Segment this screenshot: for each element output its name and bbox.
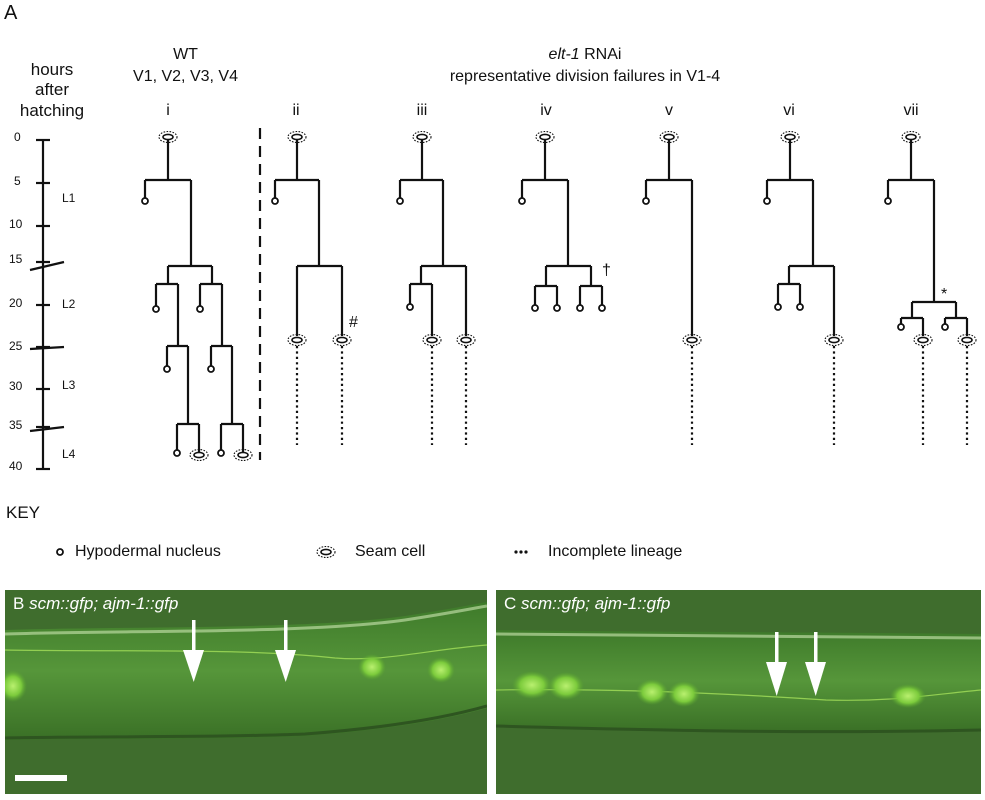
seam-cell-icon xyxy=(456,333,476,347)
panel-c-micrograph: C scm::gfp; ajm-1::gfp xyxy=(496,590,981,794)
lineage-i xyxy=(143,140,245,454)
hypodermal-nucleus-icon xyxy=(271,197,279,205)
lineage-label-iii: iii xyxy=(416,102,428,119)
hypodermal-nucleus-icon xyxy=(207,365,215,373)
marker-hash: # xyxy=(349,314,358,331)
seam-cell-icon xyxy=(332,333,352,347)
arrow-icons xyxy=(183,620,296,682)
rnai-title: elt-1 RNAi xyxy=(420,46,750,64)
lineage-v xyxy=(644,140,694,336)
incomplete-lineage xyxy=(430,346,468,445)
hypodermal-nucleus-icon xyxy=(173,449,181,457)
lineage-label-vii: vii xyxy=(903,102,919,119)
panel-b-micrograph: B scm::gfp; ajm-1::gfp xyxy=(5,590,487,794)
hypodermal-nucleus-icon xyxy=(163,365,171,373)
tick-label: 20 xyxy=(9,296,23,310)
hypodermal-nucleus-icon xyxy=(406,303,414,311)
tick-label: 40 xyxy=(9,459,23,473)
seam-cell-icon xyxy=(287,333,307,347)
tick-label: 30 xyxy=(9,379,23,393)
hypodermal-nucleus-icon xyxy=(598,304,606,312)
axis-title-line-1: hours xyxy=(30,60,74,79)
wt-subtitle: V1, V2, V3, V4 xyxy=(133,68,238,85)
tick-label: 15 xyxy=(9,252,23,266)
key-hypodermal-nucleus-icon xyxy=(56,548,64,556)
key-hypodermal-label: Hypodermal nucleus xyxy=(75,543,221,560)
lineage-iv xyxy=(520,140,604,305)
stage-label-l1: L1 xyxy=(62,191,76,205)
lineage-iii xyxy=(398,140,468,336)
panel-c-label: C scm::gfp; ajm-1::gfp xyxy=(504,594,670,614)
panel-b-image xyxy=(5,590,487,794)
tick-label: 35 xyxy=(9,418,23,432)
tick-label: 5 xyxy=(14,174,21,188)
panel-c-letter: C xyxy=(504,594,517,613)
stage-label-l2: L2 xyxy=(62,297,76,311)
incomplete-lineage xyxy=(921,346,969,445)
lineage-label-iv: iv xyxy=(540,102,552,119)
arrow-icons xyxy=(766,632,826,696)
key-incomplete-label: Incomplete lineage xyxy=(548,543,683,560)
rnai-subtitle: representative division failures in V1-4 xyxy=(449,68,721,85)
hypodermal-nucleus-icon xyxy=(642,197,650,205)
hypodermal-nucleus-icon xyxy=(196,305,204,313)
hypodermal-nucleus-icon xyxy=(518,197,526,205)
seam-cell-icon xyxy=(957,333,977,347)
hypodermal-nucleus-icon xyxy=(763,197,771,205)
key-title: KEY xyxy=(6,503,41,522)
key-seam-label: Seam cell xyxy=(355,543,426,560)
lineage-ii xyxy=(273,140,344,336)
hypodermal-nucleus-icon xyxy=(217,449,225,457)
wt-title: WT xyxy=(173,46,198,63)
key-seam-cell-icon xyxy=(316,545,336,559)
scale-bar xyxy=(15,775,67,781)
stage-label-l4: L4 xyxy=(62,447,76,461)
hypodermal-nucleus-icon xyxy=(141,197,149,205)
axis-title-line-2: after xyxy=(34,80,70,100)
tick-label: 25 xyxy=(9,339,23,353)
panel-c-genotype: scm::gfp; ajm-1::gfp xyxy=(521,594,671,613)
hypodermal-nucleus-icon xyxy=(796,303,804,311)
seam-cell-icon xyxy=(422,333,442,347)
hypodermal-nucleus-icon xyxy=(897,323,905,331)
tick-label: 10 xyxy=(9,217,23,231)
seam-cell-icon xyxy=(682,333,702,347)
seam-cell-icon xyxy=(824,333,844,347)
panel-c-image xyxy=(496,590,981,794)
lineage-vii xyxy=(886,140,969,336)
hypodermal-nucleus-icon xyxy=(774,303,782,311)
hypodermal-nucleus-icon xyxy=(152,305,160,313)
hypodermal-nucleus-icon xyxy=(576,304,584,312)
lineage-label-v: v xyxy=(665,102,673,119)
lineage-label-i: i xyxy=(166,102,170,119)
hypodermal-nucleus-icon xyxy=(396,197,404,205)
incomplete-lineage xyxy=(295,346,344,445)
hypodermal-nucleus-icon xyxy=(553,304,561,312)
lineage-label-vi: vi xyxy=(783,102,795,119)
lineage-diagram xyxy=(29,128,977,559)
hypodermal-nucleus-icon xyxy=(941,323,949,331)
time-axis xyxy=(29,138,65,471)
lineage-label-ii: ii xyxy=(292,102,300,119)
panel-b-letter: B xyxy=(13,594,25,613)
stage-label-l3: L3 xyxy=(62,378,76,392)
panel-b-genotype: scm::gfp; ajm-1::gfp xyxy=(29,594,179,613)
key-incomplete-lineage-icon xyxy=(514,550,528,554)
lineage-vi xyxy=(765,140,836,336)
hypodermal-nucleus-icon xyxy=(531,304,539,312)
tick-label: 0 xyxy=(14,130,21,144)
panel-a-label: A xyxy=(4,2,18,24)
axis-title-line-3: hatching xyxy=(19,100,85,120)
axis-title: hours after hatching xyxy=(6,60,98,121)
rnai-title-rest: RNAi xyxy=(579,46,622,63)
rnai-gene-name: elt-1 xyxy=(548,46,580,63)
hypodermal-nucleus-icon xyxy=(884,197,892,205)
marker-asterisk: * xyxy=(941,286,948,303)
marker-dagger: † xyxy=(602,262,611,279)
seam-cell-icon xyxy=(913,333,933,347)
panel-b-label: B scm::gfp; ajm-1::gfp xyxy=(13,594,178,614)
